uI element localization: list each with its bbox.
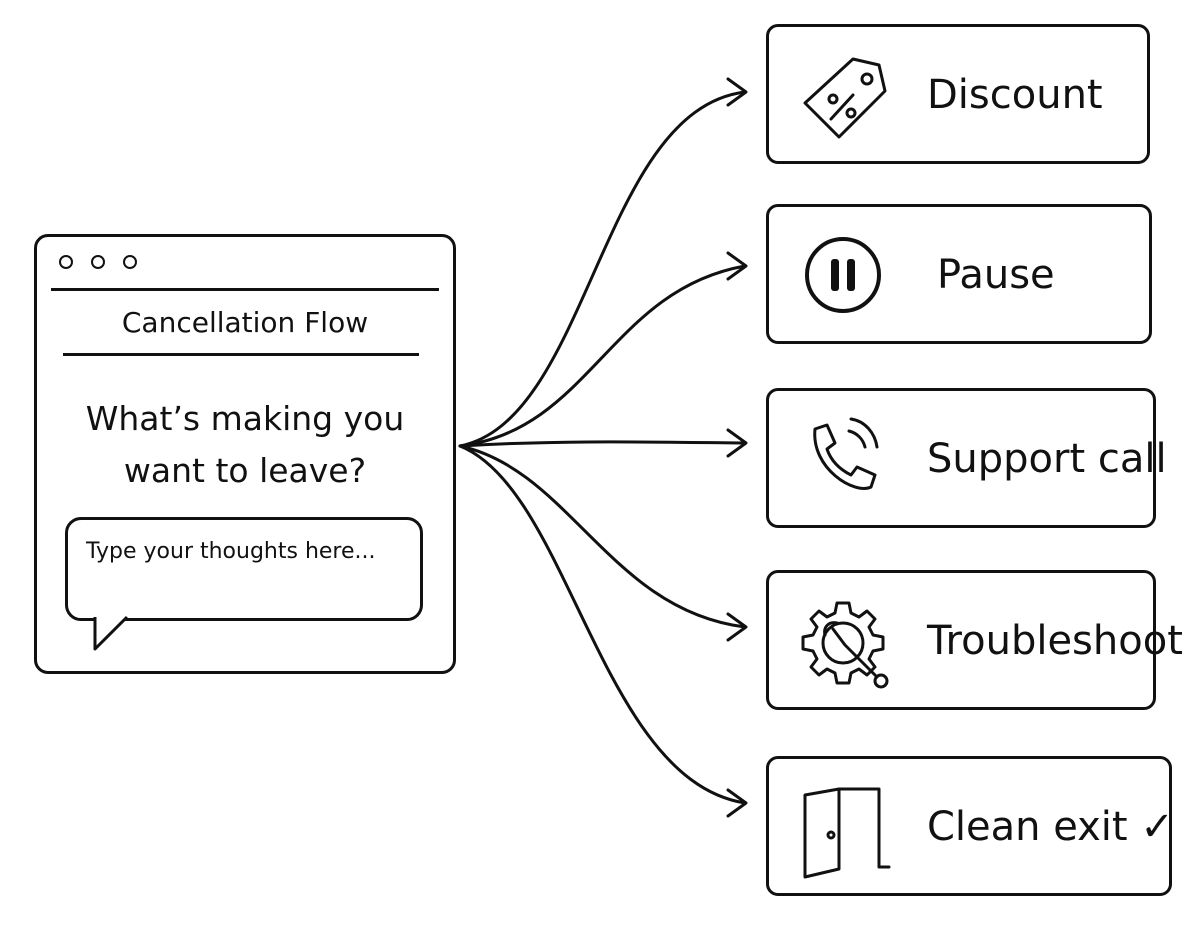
option-label: Pause: [937, 252, 1055, 298]
window-titlebar-divider: [51, 288, 439, 291]
option-pause[interactable]: Pause: [766, 204, 1152, 344]
option-clean-exit[interactable]: Clean exit ✓: [766, 756, 1174, 896]
question-text: What’s making you want to leave?: [57, 393, 433, 497]
arrow-to-pause: [458, 264, 747, 448]
open-door-icon: [803, 787, 891, 879]
option-discount[interactable]: Discount: [766, 24, 1150, 164]
option-label: Troubleshoot: [927, 618, 1183, 664]
phone-ringing-icon: [813, 417, 879, 490]
arrow-to-clean-exit: [458, 444, 747, 805]
gear-wrench-icon: [801, 601, 889, 689]
window-dot-1[interactable]: [59, 255, 73, 269]
price-tag-percent-icon: [803, 57, 887, 139]
title-underline: [63, 353, 419, 356]
speech-bubble-tail: [93, 615, 129, 651]
arrow-to-troubleshoot: [458, 444, 747, 629]
option-label: Support call: [927, 436, 1167, 482]
arrowhead-troubleshoot: [726, 612, 748, 642]
option-label: Discount: [927, 72, 1103, 118]
pause-icon: [805, 237, 881, 313]
option-support-call[interactable]: Support call: [766, 388, 1167, 528]
question-line-2: want to leave?: [123, 451, 367, 490]
cancellation-window: Cancellation Flow What’s making you want…: [34, 234, 456, 674]
window-dot-2[interactable]: [91, 255, 105, 269]
arrowhead-pause: [726, 251, 748, 281]
window-title: Cancellation Flow: [121, 306, 369, 339]
option-label: Clean exit ✓: [927, 804, 1174, 850]
question-line-1: What’s making you: [85, 399, 405, 438]
window-dot-3[interactable]: [123, 255, 137, 269]
feedback-bubble[interactable]: [65, 517, 423, 621]
feedback-input[interactable]: [84, 538, 406, 565]
option-troubleshoot[interactable]: Troubleshoot: [766, 570, 1183, 710]
arrowhead-clean-exit: [726, 788, 748, 818]
window-controls: [59, 255, 137, 269]
arrowhead-discount: [726, 77, 748, 107]
arrowhead-support: [726, 428, 748, 458]
arrow-to-discount: [458, 90, 747, 448]
arrow-to-support: [458, 440, 747, 448]
